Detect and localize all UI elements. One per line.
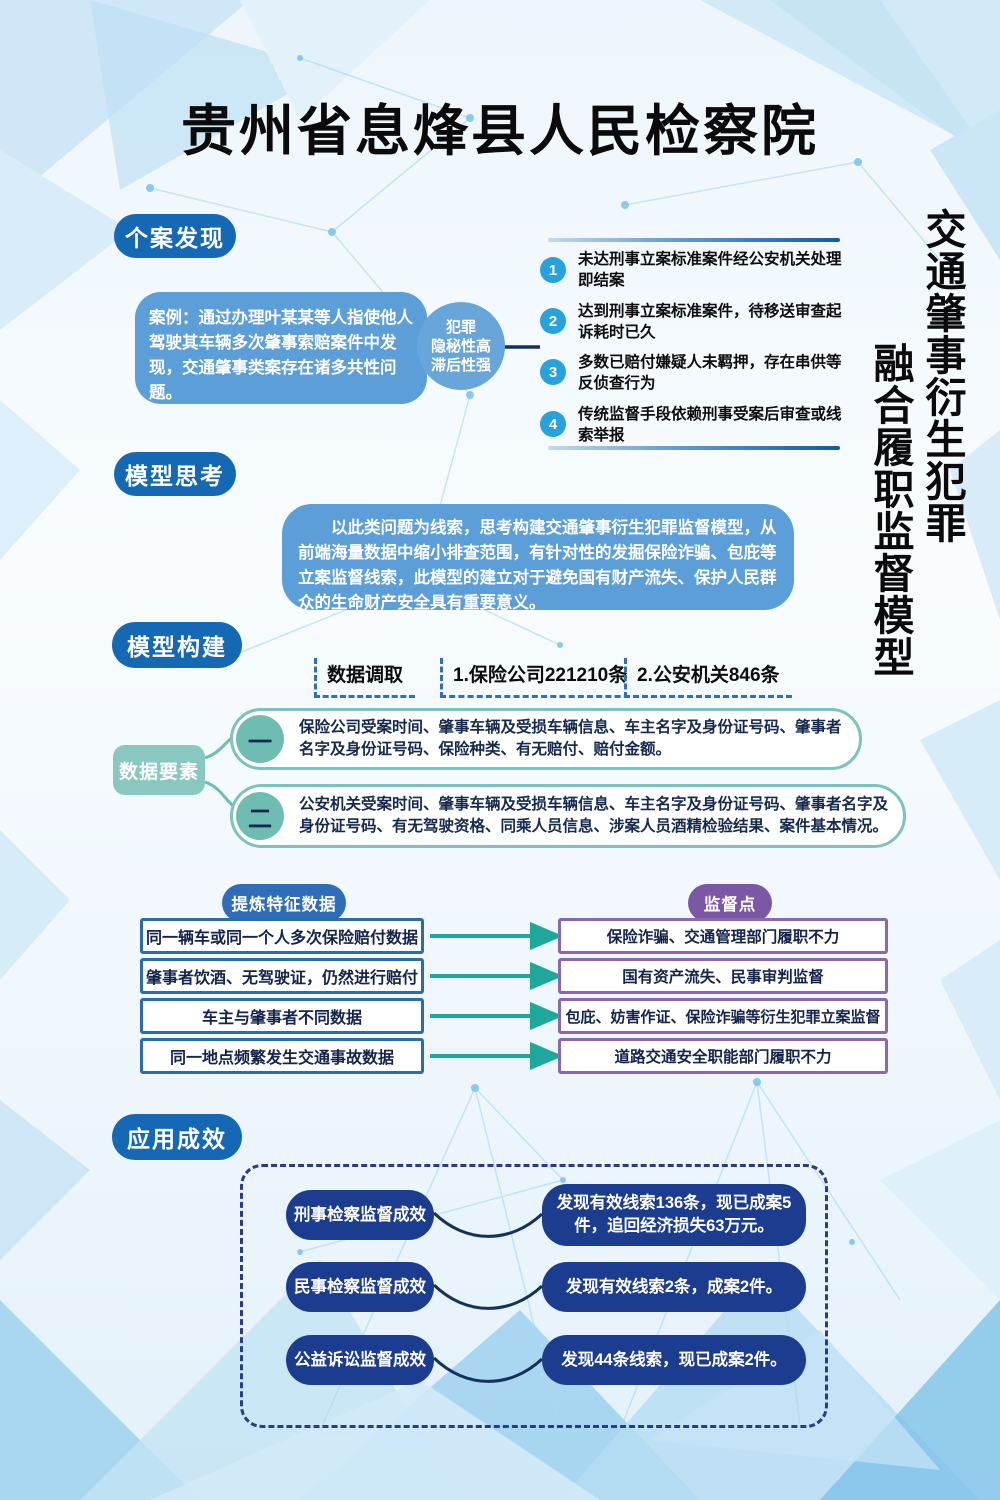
feature-box: 同一地点频繁发生交通事故数据 [140,1038,424,1074]
results-frame [240,1164,828,1428]
case-example-box: 案例：通过办理叶某某等人指使他人驾驶其车辆多次肇事索赔案件中发现，交通肇事类案存… [135,292,427,404]
feature-box: 同一辆车或同一个人多次保险赔付数据 [140,918,424,954]
hub-line2: 隐秘性高 [430,337,491,355]
result-detail-box: 发现有效线索136条，现已成案5件，追回经济损失63万元。 [542,1184,806,1246]
result-category-box: 刑事检察监督成效 [286,1190,434,1240]
issue-number-badge: 2 [540,308,566,334]
issue-text: 未达刑事立案标准案件经公安机关处理即结案 [578,251,842,289]
side-title-line1: 交通肇事衍生犯罪 [919,208,965,544]
data-retrieval-item-insurance: 1.保险公司221210条 [440,658,640,698]
element-index-badge-2: 二 [236,792,284,840]
result-category-box: 公益诉讼监督成效 [286,1335,434,1385]
issue-text: 多数已赔付嫌疑人未羁押，存在串供等反侦查行为 [578,354,842,392]
data-element-item-1: 保险公司受案时间、肇事车辆及受损车辆信息、车主名字及身份证号码、肇事者名字及身份… [230,708,862,770]
section-label-results: 应用成效 [112,1114,242,1160]
point-box: 包庇、妨害作证、保险诈骗等衍生犯罪立案监督 [558,998,888,1034]
issue-text: 传统监督手段依赖刑事受案后审查或线索举报 [578,406,842,444]
hub-line1: 犯罪 [445,318,476,336]
page-title: 贵州省息烽县人民检察院 [180,100,819,162]
issue-number-badge: 1 [540,257,566,283]
feature-box: 车主与肇事者不同数据 [140,998,424,1034]
issue-text: 达到刑事立案标准案件，待移送审查起诉耗时已久 [578,303,842,341]
element-index-badge-1: 一 [236,715,284,763]
point-box: 国有资产流失、民事审判监督 [558,958,888,994]
issue-number-badge: 4 [540,411,566,437]
point-box: 保险诈骗、交通管理部门履职不力 [558,918,888,954]
data-retrieval-label: 数据调取 [314,658,416,698]
result-category-box: 民事检察监督成效 [286,1262,434,1312]
issue-list-bottom-rule [548,446,840,450]
feature-box: 肇事者饮酒、无驾驶证，仍然进行赔付 [140,958,424,994]
section-label-model-building: 模型构建 [112,622,242,668]
model-thinking-box: 以此类问题为线索，思考构建交通肇事衍生犯罪监督模型，从前端海量数据中缩小排查范围… [282,504,794,612]
supervision-point-label: 监督点 [688,884,772,922]
section-label-model-thinking: 模型思考 [114,452,236,496]
section-label-case-discovery: 个案发现 [114,214,236,258]
data-element-item-2: 公安机关受案时间、肇事车辆及受损车辆信息、车主名字及身份证号码、肇事者名字及身份… [230,784,906,848]
point-box: 道路交通安全职能部门履职不力 [558,1038,888,1074]
result-detail-box: 发现有效线索2条，成案2件。 [542,1262,806,1312]
crime-trait-hub: 犯罪 隐秘性高 滞后性强 [417,302,505,390]
hub-line3: 滞后性强 [430,356,491,374]
issue-list-top-rule [548,238,840,242]
result-detail-box: 发现44条线索，现已成案2件。 [542,1335,806,1385]
feature-extraction-label: 提炼特征数据 [222,884,346,922]
data-elements-label: 数据要素 [113,745,205,795]
data-retrieval-item-police: 2.公安机关846条 [624,658,792,698]
side-title-line2: 融合履职监督模型 [867,342,913,678]
issue-number-badge: 3 [540,359,566,385]
